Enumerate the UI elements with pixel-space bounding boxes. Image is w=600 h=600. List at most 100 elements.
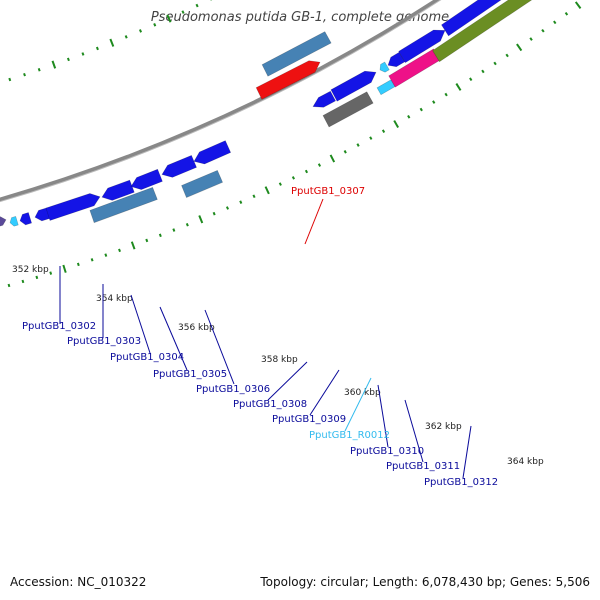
cds-feature[interactable] [181, 169, 223, 198]
inner-tick [90, 258, 94, 262]
outer-tick [195, 3, 199, 8]
inner-tick [381, 129, 386, 133]
outer-tick [153, 23, 157, 27]
inner-tick [104, 253, 108, 257]
gene-feature[interactable] [312, 90, 337, 108]
outer-tick [37, 67, 41, 72]
outer-tick [124, 35, 128, 39]
map-title: Pseudomonas putida GB-1, complete genome [150, 10, 450, 25]
label-leaders [59, 198, 472, 479]
inner-tick [516, 43, 523, 52]
gene-feature[interactable] [19, 212, 32, 226]
leader-line [344, 377, 372, 432]
leader-line [267, 361, 308, 401]
tick-label: 364 kbp [507, 457, 544, 467]
gene-feature[interactable] [387, 51, 406, 68]
gene-feature[interactable] [193, 140, 232, 165]
genome-backbone [0, 0, 442, 203]
gene-feature[interactable] [398, 29, 446, 63]
trna-feature[interactable] [376, 79, 396, 96]
leader-line [404, 399, 424, 463]
inner-tick [252, 194, 256, 199]
leader-line [304, 198, 324, 245]
inner-tick [553, 20, 557, 25]
inner-tick [369, 136, 373, 140]
inner-tick [356, 143, 360, 147]
inner-tick [419, 107, 423, 112]
outer-tick [166, 14, 172, 23]
outer-tick [181, 10, 185, 14]
inner-tick [493, 61, 497, 66]
gene-feature[interactable] [161, 155, 197, 178]
outer-tick-ring [8, 0, 213, 82]
tick-label: 360 kbp [344, 388, 381, 398]
inner-tick [291, 176, 295, 180]
leader-line [130, 294, 151, 354]
gene-feature[interactable] [0, 216, 7, 228]
cds-feature[interactable] [322, 91, 374, 128]
inner-tick [407, 115, 411, 119]
cds-feature[interactable] [89, 186, 158, 224]
gene-feature[interactable] [255, 60, 321, 100]
inner-tick [185, 222, 189, 227]
gene-feature[interactable] [330, 70, 377, 102]
gene-label[interactable]: PputGB1_0308 [233, 399, 307, 410]
inner-tick-ring [7, 1, 582, 288]
outer-tick [8, 77, 12, 82]
inner-tick [118, 248, 121, 253]
inner-tick [481, 69, 485, 74]
outer-tick [23, 72, 26, 77]
gene-label[interactable]: PputGB1_0309 [272, 414, 346, 425]
gene-label[interactable]: PputGB1_0306 [196, 384, 270, 395]
tick-label: 354 kbp [96, 294, 133, 304]
inner-tick [432, 100, 436, 104]
inner-tick [145, 238, 149, 243]
inner-tick [49, 271, 53, 275]
inner-tick [172, 228, 176, 232]
inner-tick [264, 186, 270, 195]
gene-label[interactable]: PputGB1_0303 [67, 336, 141, 347]
gene-label[interactable]: PputGB1_0311 [386, 461, 460, 472]
inner-tick [225, 206, 230, 210]
gene-label[interactable]: PputGB1_0307 [291, 186, 365, 197]
leader-line [309, 369, 340, 416]
inner-tick [564, 11, 569, 16]
outer-tick [66, 57, 70, 62]
inner-tick [76, 262, 80, 267]
inner-tick [444, 92, 448, 97]
inner-tick [393, 120, 400, 129]
gene-feature[interactable] [130, 168, 163, 190]
gene-label[interactable]: PputGB1_R0012 [309, 430, 390, 441]
gene-label[interactable]: PputGB1_0312 [424, 477, 498, 488]
tick-label: 356 kbp [178, 323, 215, 333]
gene-label[interactable]: PputGB1_0310 [350, 446, 424, 457]
backbone-highlight [0, 0, 442, 203]
inner-tick [35, 275, 39, 280]
outer-tick [138, 29, 143, 33]
gene-feature[interactable] [379, 61, 390, 73]
accession-text: Accession: NC_010322 [10, 575, 147, 589]
inner-tick [529, 37, 533, 41]
inner-tick [239, 200, 243, 204]
inner-tick [7, 283, 11, 288]
cds-feature[interactable] [261, 31, 332, 77]
gene-label[interactable]: PputGB1_0305 [153, 369, 227, 380]
gene-feature[interactable] [9, 215, 19, 227]
inner-tick [158, 233, 162, 238]
gene-feature[interactable] [45, 193, 101, 221]
inner-tick [541, 28, 545, 33]
leader-line [204, 309, 235, 385]
inner-tick [343, 150, 347, 154]
inner-tick [574, 1, 582, 9]
gene-label[interactable]: PputGB1_0302 [22, 321, 96, 332]
gene-feature[interactable] [441, 0, 538, 37]
leader-line [159, 306, 188, 371]
cds-feature[interactable] [432, 0, 534, 63]
inner-tick [21, 279, 25, 284]
gene-label[interactable]: PputGB1_0304 [110, 352, 184, 363]
inner-tick [278, 182, 282, 186]
tick-label: 352 kbp [12, 265, 49, 275]
outer-tick [51, 60, 57, 69]
inner-tick [212, 211, 216, 216]
